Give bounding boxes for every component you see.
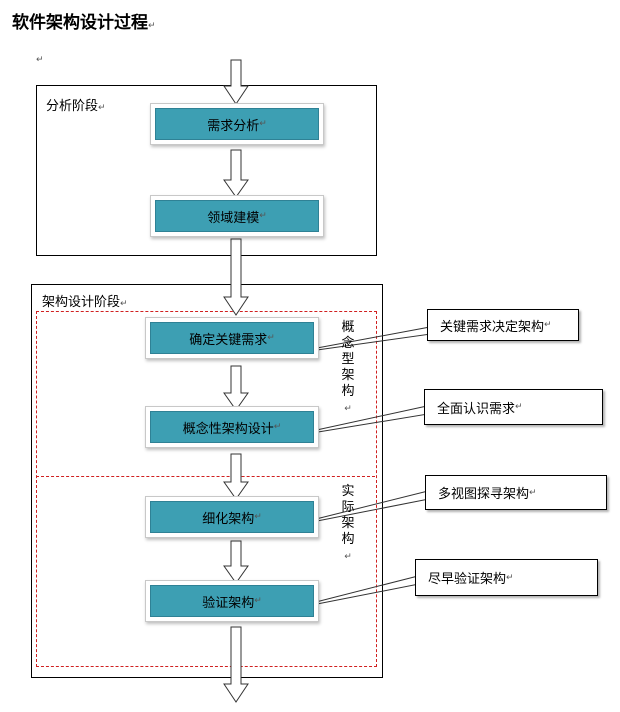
page-title: 软件架构设计过程↵ — [12, 8, 156, 33]
step-key-requirements: 确定关键需求↵ — [145, 317, 319, 359]
step-refine-architecture: 细化架构↵ — [145, 496, 319, 538]
arrow-analysis-to-modeling — [223, 149, 249, 198]
callout-early-verify: 尽早验证架构↵ — [415, 559, 598, 596]
callout1-connector — [316, 326, 432, 351]
callout-multi-view: 多视图探寻架构↵ — [425, 475, 607, 510]
arrow-key-to-concept — [223, 365, 249, 411]
title-text: 软件架构设计过程 — [12, 13, 148, 33]
conceptual-architecture-label: 概念型架构↵ — [341, 320, 355, 414]
conceptual-actual-divider — [36, 476, 375, 477]
arrow-entry — [223, 59, 249, 105]
arrow-to-architecture — [223, 238, 249, 316]
architecture-phase-label: 架构设计阶段↵ — [42, 295, 128, 310]
actual-architecture-label: 实际架构↵ — [341, 484, 355, 562]
para-mark: ↵ — [36, 55, 44, 65]
para-mark: ↵ — [148, 21, 156, 31]
callout3-connector — [311, 490, 430, 523]
callout-key-requirements: 关键需求决定架构↵ — [427, 309, 579, 341]
step-verify-architecture: 验证架构↵ — [145, 580, 319, 622]
analysis-phase-label: 分析阶段↵ — [46, 99, 106, 114]
step-conceptual-design: 概念性架构设计↵ — [145, 406, 319, 448]
arrow-exit — [223, 626, 249, 703]
arrow-refine-to-verify — [223, 540, 249, 584]
arrow-concept-to-refine — [223, 453, 249, 500]
step-domain-modeling: 领域建模↵ — [150, 195, 324, 237]
callout-understand-requirements: 全面认识需求↵ — [424, 389, 603, 425]
step-requirement-analysis: 需求分析↵ — [150, 103, 324, 145]
callout2-connector — [311, 405, 429, 434]
callout4-connector — [311, 575, 420, 606]
architecture-dashed-box — [36, 311, 377, 667]
